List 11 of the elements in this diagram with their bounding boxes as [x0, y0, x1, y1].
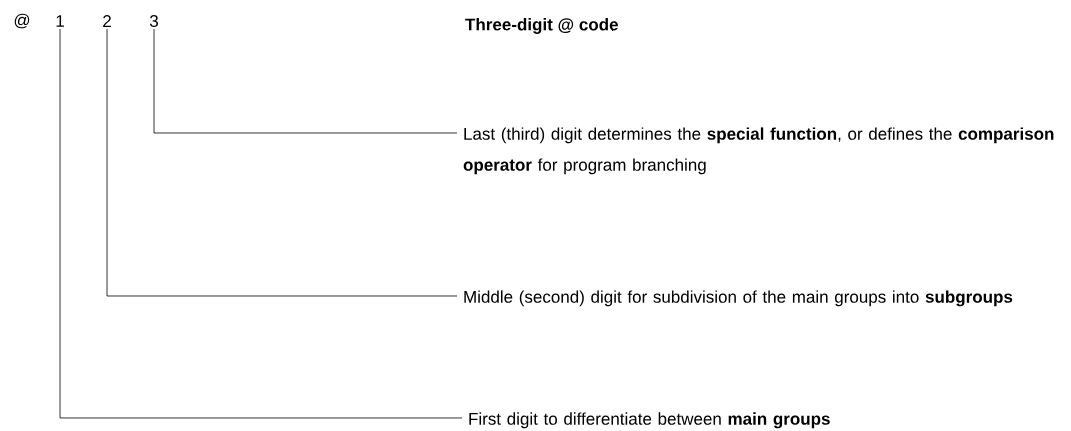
leader-line	[59, 28, 463, 419]
digit: 2	[103, 15, 111, 27]
digit: 1	[56, 15, 64, 27]
description-text: First digit to differentiate between main groups	[469, 412, 830, 429]
description-text: Middle (second) digit for subdivision of the main groups into subgroups	[464, 290, 1013, 307]
description-text: Last (third) digit determines the special function, or defines the comparison operator for program branching	[463, 127, 1054, 175]
leader-line	[153, 28, 458, 134]
leader-line	[106, 28, 458, 297]
digit: 3	[149, 14, 158, 27]
at-sign: @	[14, 13, 30, 29]
title: Three-digit @ code	[465, 18, 618, 34]
